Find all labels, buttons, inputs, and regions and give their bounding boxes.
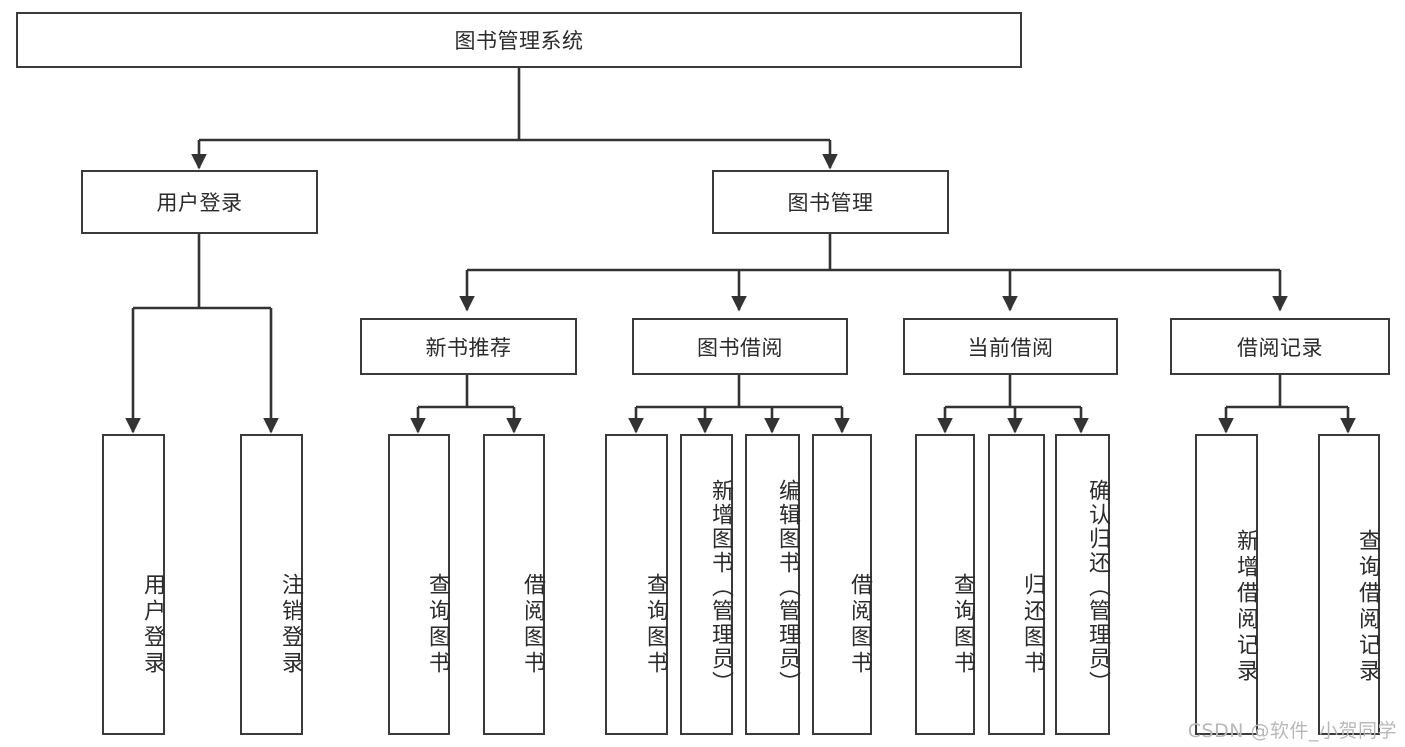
node-borrow-record[interactable]: 借阅记录 xyxy=(1170,318,1390,375)
leaf-query-record[interactable]: 查询借阅记录 xyxy=(1318,434,1380,735)
leaf-confirm-return[interactable]: 确认归还（管理员） xyxy=(1055,434,1110,735)
node-user-login[interactable]: 用户登录 xyxy=(81,170,318,234)
node-book-borrow[interactable]: 图书借阅 xyxy=(632,318,848,375)
leaf-edit-book[interactable]: 编辑图书（管理员） xyxy=(745,434,800,735)
leaf-user-login[interactable]: 用户登录 xyxy=(102,434,165,735)
leaf-borrow-book-1[interactable]: 借阅图书 xyxy=(483,434,545,735)
leaf-query-book-3[interactable]: 查询图书 xyxy=(915,434,975,735)
leaf-label: 归还图书 xyxy=(1020,572,1045,677)
leaf-label: 编辑图书（管理员） xyxy=(775,478,800,695)
leaf-label: 查询借阅记录 xyxy=(1355,528,1380,685)
csdn-watermark: CSDN @软件_小贺同学 xyxy=(1187,720,1397,742)
node-book-management[interactable]: 图书管理 xyxy=(712,170,949,234)
leaf-query-book-2[interactable]: 查询图书 xyxy=(605,434,668,735)
leaf-add-book[interactable]: 新增图书（管理员） xyxy=(680,434,733,735)
leaf-label: 查询图书 xyxy=(425,572,450,677)
node-root[interactable]: 图书管理系统 xyxy=(16,12,1022,68)
leaf-query-book-1[interactable]: 查询图书 xyxy=(388,434,450,735)
leaf-label: 查询图书 xyxy=(643,572,668,677)
node-new-book-recommend[interactable]: 新书推荐 xyxy=(360,318,577,375)
leaf-label: 注销登录 xyxy=(278,572,303,677)
leaf-label: 新增图书（管理员） xyxy=(708,478,733,695)
leaf-add-record[interactable]: 新增借阅记录 xyxy=(1195,434,1258,735)
leaf-label: 借阅图书 xyxy=(520,572,545,677)
leaf-label: 查询图书 xyxy=(950,572,975,677)
leaf-return-book[interactable]: 归还图书 xyxy=(988,434,1045,735)
leaf-label: 借阅图书 xyxy=(847,572,872,677)
leaf-label: 新增借阅记录 xyxy=(1233,528,1258,685)
leaf-borrow-book-2[interactable]: 借阅图书 xyxy=(812,434,872,735)
node-current-borrow[interactable]: 当前借阅 xyxy=(903,318,1118,375)
leaf-label: 用户登录 xyxy=(140,572,165,677)
leaf-label: 确认归还（管理员） xyxy=(1085,478,1110,695)
leaf-logout-login[interactable]: 注销登录 xyxy=(240,434,303,735)
